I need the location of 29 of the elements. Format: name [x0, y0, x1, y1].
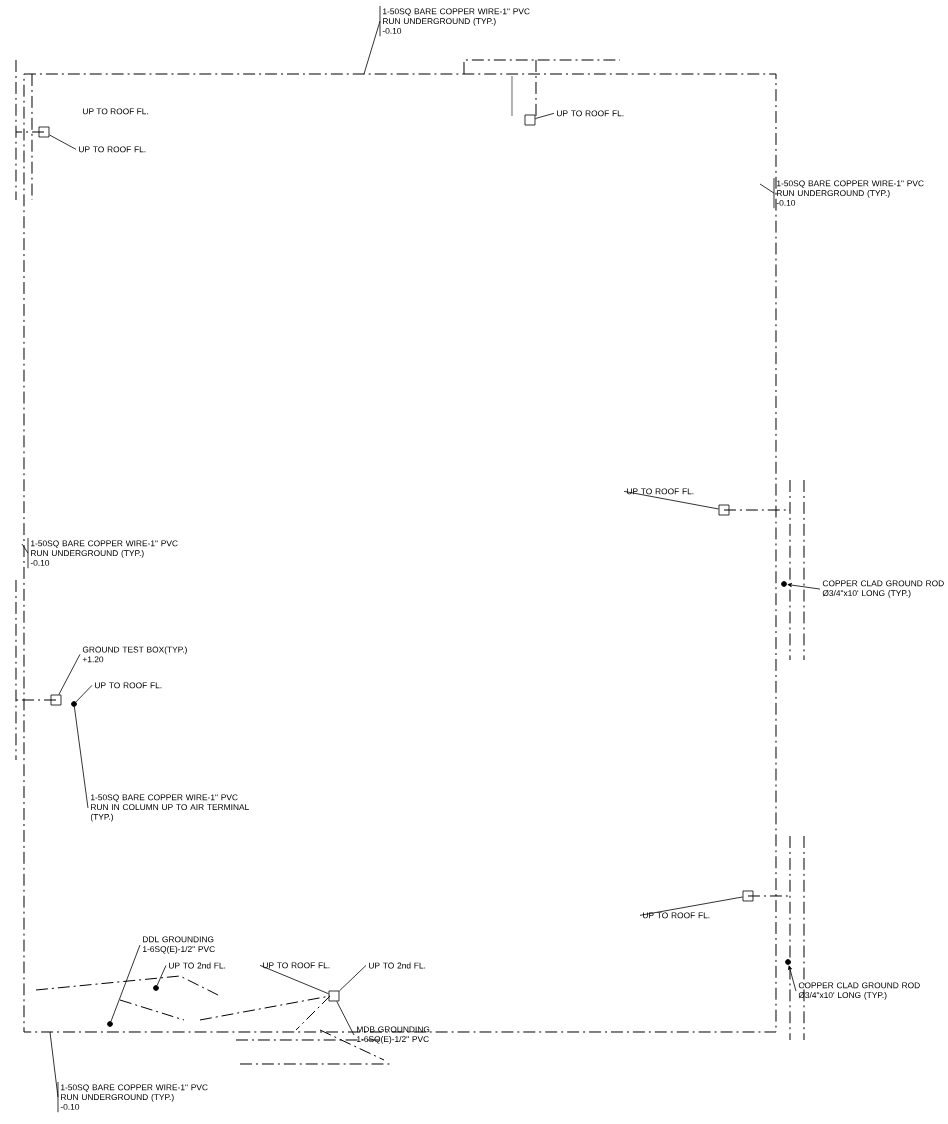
leader-line — [75, 684, 93, 703]
leader-line — [336, 1001, 355, 1036]
test-box — [38, 126, 50, 138]
leader-line — [339, 965, 367, 992]
leader-line — [363, 5, 381, 75]
leader-line — [110, 944, 141, 1022]
leader-line — [49, 1031, 59, 1113]
test-box — [50, 694, 62, 706]
ground-point — [107, 1021, 113, 1027]
ground-point — [153, 985, 159, 991]
leader-line — [787, 583, 821, 590]
test-box — [742, 890, 754, 902]
leader-line — [788, 965, 797, 992]
leader-line — [74, 706, 89, 809]
ground-point — [71, 701, 77, 707]
leader-line — [49, 134, 77, 150]
leader-line — [639, 896, 743, 916]
leader-line — [21, 537, 29, 569]
leader-line — [58, 653, 81, 695]
leader-line — [759, 177, 775, 209]
leader-line — [535, 112, 555, 119]
ground-point — [785, 959, 791, 965]
leader-line — [156, 965, 167, 986]
leader-line — [623, 490, 719, 510]
ground-point — [781, 581, 787, 587]
test-box — [718, 504, 730, 516]
test-box — [328, 990, 340, 1002]
leader-line — [259, 964, 329, 995]
test-box — [524, 114, 536, 126]
